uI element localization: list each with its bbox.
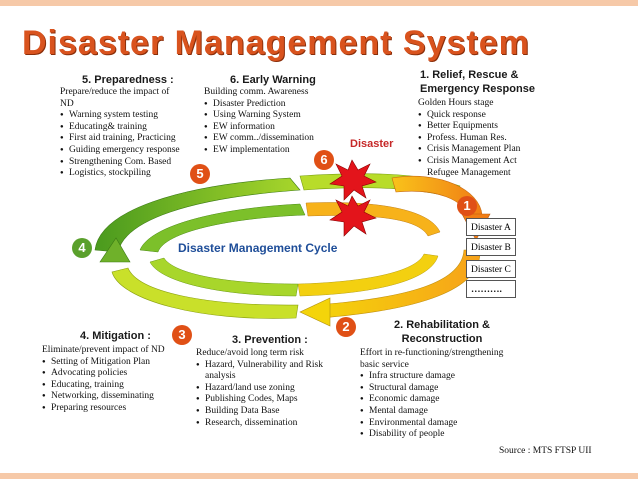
cycle-label: Disaster Management Cycle	[178, 241, 338, 255]
list-item: Profess. Human Res.	[418, 133, 520, 145]
disaster-label: Disaster	[350, 138, 394, 150]
disaster-item-a: Disaster A	[466, 218, 516, 236]
relief-heading-line-2: Emergency Response	[420, 83, 535, 95]
cycle-inner-upper	[139, 203, 306, 253]
prevention-list: Hazard, Vulnerability and Risk analysis …	[196, 360, 346, 430]
source-note: Source : MTS FTSP UII	[499, 446, 592, 456]
cycle-inner-left	[149, 257, 299, 297]
relief-tail: Refugee Management	[427, 167, 511, 178]
preparedness-list: Warning system testing Educating& traini…	[60, 110, 180, 180]
list-item: Crisis Management Plan	[418, 144, 520, 156]
badge-4: 4	[72, 238, 92, 258]
preparedness-intro-1: Prepare/reduce the impact of	[60, 87, 170, 97]
list-item: Economic damage	[360, 394, 503, 406]
cycle-arrowhead-lower	[299, 297, 331, 327]
list-item: Infra structure damage	[360, 371, 503, 383]
list-item: EW comm../dissemination	[204, 133, 314, 145]
badge-6: 6	[314, 150, 334, 170]
list-item: Hazard/land use zoning	[196, 383, 346, 395]
disaster-item-c: Disaster C	[466, 260, 516, 278]
top-border	[0, 0, 638, 6]
disaster-item-b: Disaster B	[466, 238, 516, 256]
list-item: Better Equipments	[418, 121, 520, 133]
prevention-heading: 3. Prevention :	[232, 334, 308, 346]
cycle-arrowhead-left	[99, 237, 131, 263]
mitigation-list: Setting of Mitigation Plan Advocating po…	[42, 357, 165, 415]
list-item: EW implementation	[204, 145, 314, 157]
disaster-star-upper	[329, 159, 377, 201]
list-item: Educating& training	[60, 122, 180, 134]
list-item: First aid training, Practicing	[60, 133, 180, 145]
list-item: Disaster Prediction	[204, 99, 314, 111]
list-item: Using Warning System	[204, 110, 314, 122]
list-item: Advocating policies	[42, 368, 165, 380]
relief-heading: 1. Relief, Rescue & Emergency Response	[420, 68, 535, 96]
mitigation-intro: Eliminate/prevent impact of ND	[42, 345, 165, 355]
mitigation-heading: 4. Mitigation :	[80, 330, 151, 342]
rehab-heading-line-2: Reconstruction	[401, 333, 483, 345]
page-title: Disaster Management System	[22, 24, 530, 62]
cycle-inner-right	[305, 202, 441, 237]
rehab-intro-1: Effort in re-functioning/strengthening	[360, 348, 504, 358]
list-item: Networking, disseminating	[42, 391, 165, 403]
early-warning-heading: 6. Early Warning	[230, 74, 316, 86]
early-warning-block: Building comm. Awareness Disaster Predic…	[204, 87, 314, 157]
early-warning-list: Disaster Prediction Using Warning System…	[204, 99, 314, 157]
bottom-border	[0, 473, 638, 479]
badge-2: 2	[336, 317, 356, 337]
preparedness-block: Prepare/reduce the impact of ND Warning …	[60, 87, 180, 180]
badge-5: 5	[190, 164, 210, 184]
relief-intro: Golden Hours stage	[418, 98, 494, 108]
list-item: Research, dissemination	[196, 418, 346, 430]
rehab-heading: 2. Rehabilitation & Reconstruction	[394, 318, 490, 346]
cycle-arrow-lower-left	[111, 267, 299, 319]
list-item: EW information	[204, 122, 314, 134]
list-item: Quick response	[418, 110, 520, 122]
list-item: Setting of Mitigation Plan	[42, 357, 165, 369]
prevention-intro: Reduce/avoid long term risk	[196, 348, 304, 358]
list-item: Warning system testing	[60, 110, 180, 122]
list-item: Mental damage	[360, 406, 503, 418]
disaster-star-lower	[329, 195, 377, 237]
list-item: Publishing Codes, Maps	[196, 394, 346, 406]
list-item: Hazard, Vulnerability and Risk analysis	[196, 360, 346, 383]
list-item: Structural damage	[360, 383, 503, 395]
list-item: Preparing resources	[42, 403, 165, 415]
preparedness-intro-2: ND	[60, 98, 74, 109]
list-item: Logistics, stockpiling	[60, 168, 180, 180]
list-item: Disability of people	[360, 429, 503, 441]
relief-block: Golden Hours stage Quick response Better…	[418, 98, 520, 179]
list-item: Educating, training	[42, 380, 165, 392]
rehab-list: Infra structure damage Structural damage…	[360, 371, 503, 441]
disaster-item-more: ……….	[466, 280, 516, 298]
list-item: Building Data Base	[196, 406, 346, 418]
list-item: Guiding emergency response	[60, 145, 180, 157]
rehab-intro-2: basic service	[360, 359, 409, 370]
early-warning-intro: Building comm. Awareness	[204, 87, 309, 97]
badge-3: 3	[172, 325, 192, 345]
list-item: Crisis Management Act	[418, 156, 520, 168]
list-item: Strengthening Com. Based	[60, 157, 180, 169]
preparedness-heading: 5. Preparedness :	[82, 74, 174, 86]
mitigation-block: Eliminate/prevent impact of ND Setting o…	[42, 345, 165, 415]
prevention-block: Reduce/avoid long term risk Hazard, Vuln…	[196, 348, 346, 429]
cycle-inner-lower	[297, 253, 439, 297]
list-item: Environmental damage	[360, 418, 503, 430]
relief-list: Quick response Better Equipments Profess…	[418, 110, 520, 168]
rehab-block: Effort in re-functioning/strengthening b…	[360, 348, 503, 441]
relief-heading-line-1: 1. Relief, Rescue &	[420, 69, 519, 81]
badge-1: 1	[457, 196, 477, 216]
rehab-heading-line-1: 2. Rehabilitation &	[394, 319, 490, 331]
